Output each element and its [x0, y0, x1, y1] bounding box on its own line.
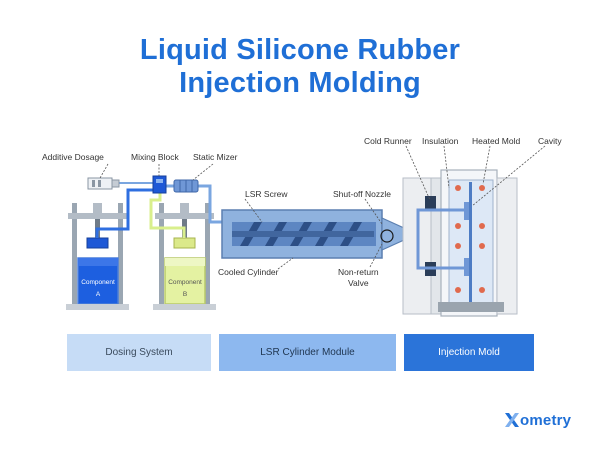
xometry-logo: X ometry [504, 408, 571, 432]
section-dosing-label: Dosing System [105, 347, 173, 358]
section-lsr-cylinder-module: LSR Cylinder Module [219, 334, 396, 371]
component-b-dosing-unit: Component B [153, 203, 216, 310]
label-static-mizer: Static Mizer [193, 152, 238, 162]
section-lsr-label: LSR Cylinder Module [260, 347, 355, 358]
component-a-word: Component [81, 279, 115, 286]
label-insulation: Insulation [422, 136, 459, 146]
section-dosing-system: Dosing System [67, 334, 211, 371]
label-nonreturn-valve-1: Non-return [338, 267, 379, 277]
mixing-block [152, 175, 167, 194]
label-mixing-block: Mixing Block [131, 152, 179, 162]
lsr-cylinder [221, 209, 419, 259]
brand-name: ometry [520, 411, 572, 429]
component-b-word: Component [168, 279, 202, 286]
label-shutoff-nozzle: Shut-off Nozzle [333, 189, 391, 199]
label-cooled-cylinder: Cooled Cylinder [218, 267, 279, 277]
cold-runner [416, 208, 466, 234]
component-b-letter: B [183, 291, 187, 298]
label-heated-mold: Heated Mold [472, 136, 520, 146]
additive-dosage-unit [87, 177, 120, 190]
static-mixer [173, 179, 199, 193]
xometry-x-mark-icon: X [505, 413, 519, 427]
page-title: Liquid Silicone Rubber Injection Molding [0, 34, 600, 100]
label-nonreturn-valve-2: Valve [348, 278, 369, 288]
label-lsr-screw: LSR Screw [245, 189, 288, 199]
label-cavity: Cavity [538, 136, 562, 146]
title-line-2: Injection Molding [179, 67, 421, 99]
component-a-letter: A [96, 291, 101, 298]
mold-cavity [469, 182, 472, 302]
section-injection-mold: Injection Mold [404, 334, 534, 371]
shutoff-valve-circle [380, 229, 394, 243]
component-a-dosing-unit: Component A [66, 203, 129, 310]
injection-mold [402, 169, 518, 317]
section-mold-label: Injection Mold [438, 347, 500, 358]
label-additive-dosage: Additive Dosage [42, 152, 104, 162]
heated-mold-dots [455, 185, 485, 293]
title-line-1: Liquid Silicone Rubber [139, 34, 461, 66]
feed-pipes [95, 182, 222, 238]
label-cold-runner: Cold Runner [364, 136, 412, 146]
